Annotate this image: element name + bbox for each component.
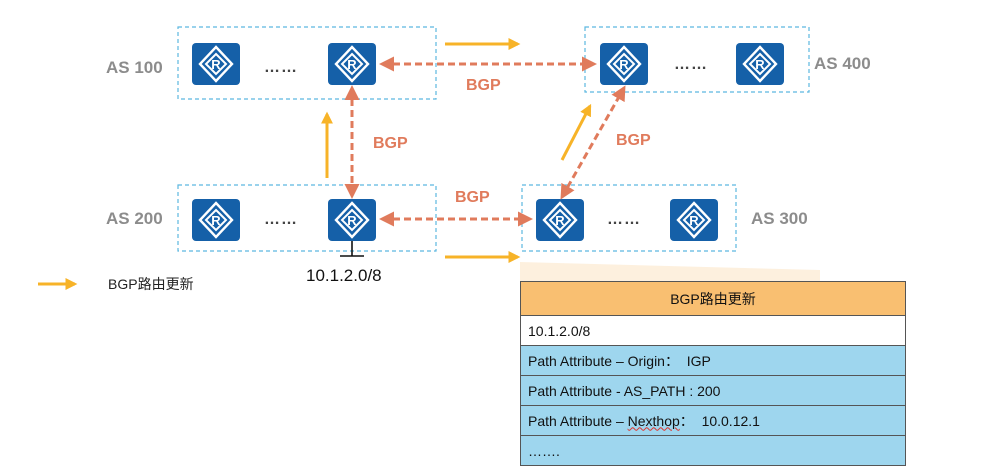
router-icon (736, 43, 784, 85)
as400-ellipsis: …… (674, 56, 708, 73)
table-row: Path Attribute - AS_PATH : 200 (520, 375, 906, 406)
router-icon (192, 199, 240, 241)
bgp-label-as100-as200: BGP (373, 135, 408, 152)
as200-label: AS 200 (106, 209, 163, 228)
bgp-update-table: BGP路由更新 10.1.2.0/8 Path Attribute – Orig… (520, 281, 906, 466)
nexthop-attribute: Path Attribute – Nexthop： 10.0.12.1 (520, 405, 906, 436)
nexthop-value: 10.0.12.1 (701, 412, 760, 429)
table-row: 10.1.2.0/8 (520, 315, 906, 346)
callout-wedge (520, 262, 820, 283)
router-icon (670, 199, 718, 241)
as400-label: AS 400 (814, 54, 871, 73)
as200-ellipsis: …… (264, 211, 298, 228)
as300-label: AS 300 (751, 209, 808, 228)
as100-ellipsis: …… (264, 59, 298, 76)
router-icon (536, 199, 584, 241)
table-row: Path Attribute – Origin： IGP (520, 345, 906, 376)
table-row: Path Attribute – Nexthop： 10.0.12.1 (520, 405, 906, 436)
table-header-row: BGP路由更新 (520, 281, 906, 316)
bgp-label-as200-as300: BGP (455, 189, 490, 206)
table-header: BGP路由更新 (520, 281, 906, 316)
prefix-label: 10.1.2.0/8 (306, 266, 382, 285)
as-path-attribute: Path Attribute - AS_PATH : 200 (520, 375, 906, 406)
bgp-link-as300-as400 (560, 85, 626, 200)
table-prefix: 10.1.2.0/8 (520, 315, 906, 346)
origin-value: IGP (686, 352, 711, 369)
legend-label: BGP路由更新 (108, 276, 194, 292)
router-icon (192, 43, 240, 85)
nexthop-prefix: Path Attribute – (528, 412, 628, 429)
update-arrow-as300-to-as400 (560, 103, 592, 161)
bgp-label-as100-as400: BGP (466, 77, 501, 94)
router-icon (328, 199, 376, 241)
bgp-label-as300-as400: BGP (616, 132, 651, 149)
router-icon (600, 43, 648, 85)
table-more: ……. (520, 435, 906, 466)
nexthop-suffix: ： (679, 412, 694, 429)
origin-attribute: Path Attribute – Origin： IGP (520, 345, 906, 376)
origin-label: Path Attribute – Origin： (528, 352, 679, 369)
as100-label: AS 100 (106, 58, 163, 77)
table-row: ……. (520, 435, 906, 466)
nexthop-word: Nexthop (627, 412, 680, 429)
as400-box (584, 26, 810, 93)
router-icon (328, 43, 376, 85)
as300-ellipsis: …… (607, 211, 641, 228)
